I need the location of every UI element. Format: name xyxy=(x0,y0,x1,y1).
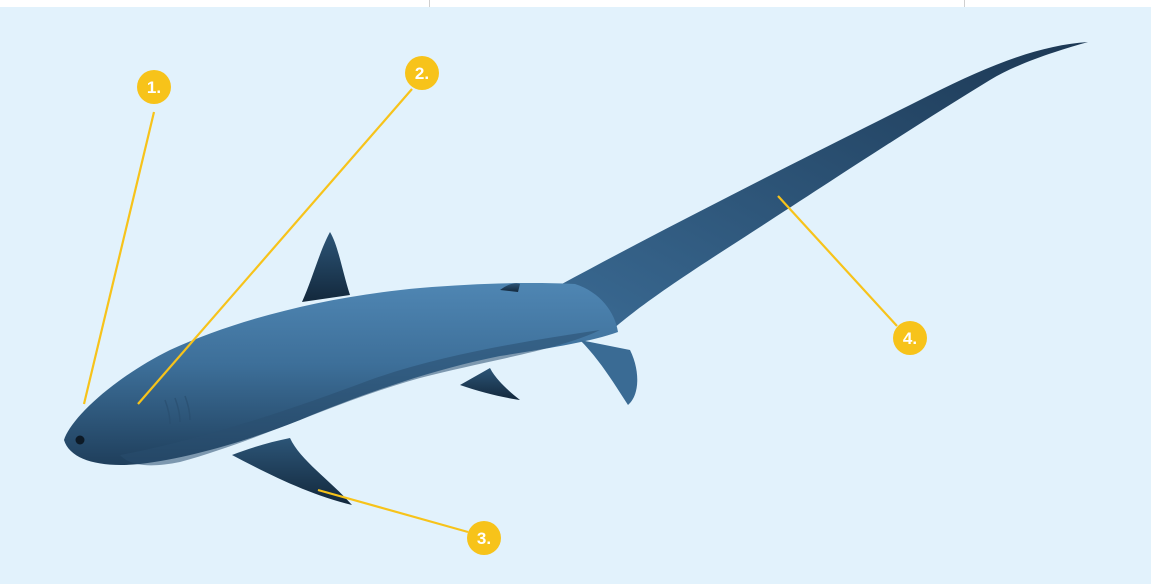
callout-4-label: 4. xyxy=(903,329,917,348)
callout-4-badge: 4. xyxy=(893,321,927,355)
pelvic-fin xyxy=(460,368,520,400)
callout-2-badge: 2. xyxy=(405,56,439,90)
callout-3-leader xyxy=(318,490,468,532)
callout-3-badge: 3. xyxy=(467,521,501,555)
callout-4-leader xyxy=(778,196,897,326)
callout-1-leader xyxy=(84,112,154,404)
callout-3-label: 3. xyxy=(477,529,491,548)
shark-eye xyxy=(76,436,85,445)
callout-1-badge: 1. xyxy=(137,70,171,104)
caudal-fin-upper-lobe xyxy=(560,42,1088,330)
shark-illustration xyxy=(64,42,1088,505)
callout-1-label: 1. xyxy=(147,78,161,97)
callout-2-label: 2. xyxy=(415,64,429,83)
shark-body xyxy=(64,283,618,465)
dorsal-fin xyxy=(302,232,350,302)
caudal-fin-lower-lobe xyxy=(580,340,637,405)
